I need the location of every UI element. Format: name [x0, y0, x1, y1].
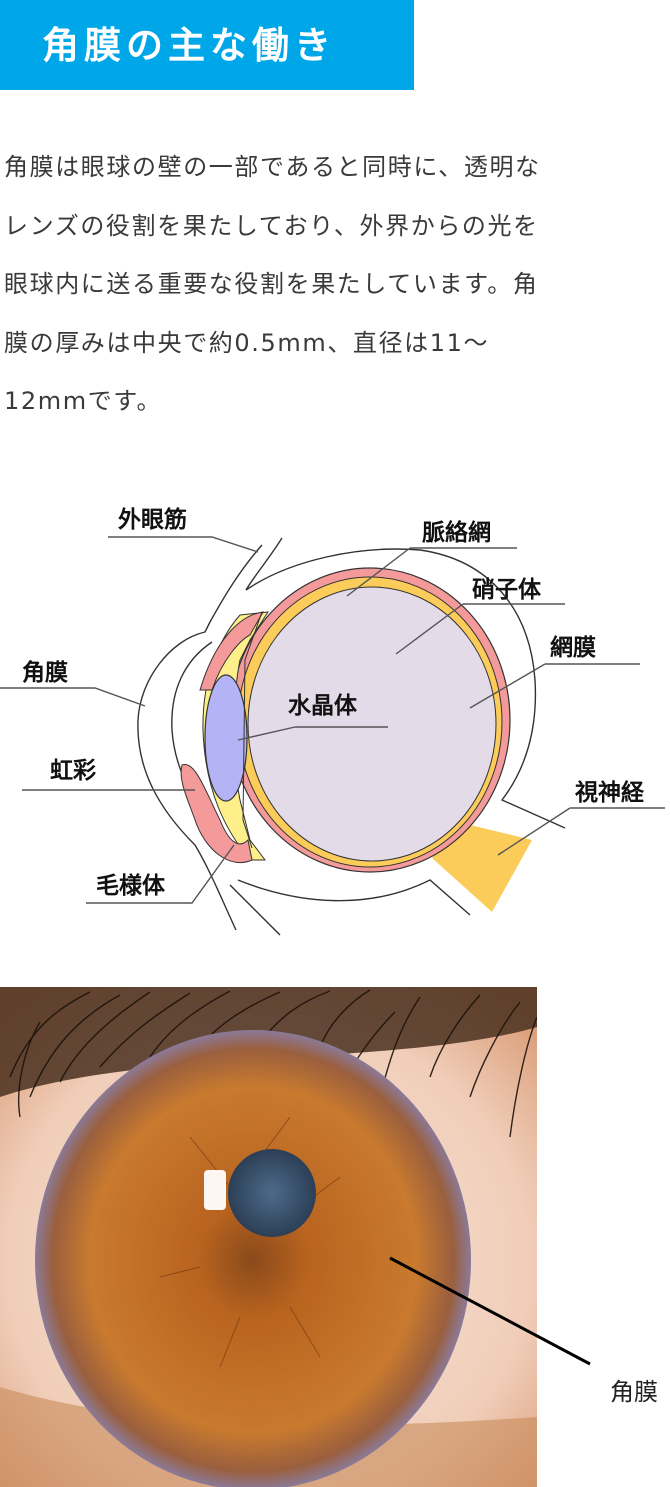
vitreous-body — [247, 586, 497, 862]
photo-label-cornea: 角膜 — [610, 1378, 658, 1406]
optic-nerve-shape — [432, 823, 532, 912]
label-choroid: 脈絡網 — [422, 519, 491, 546]
label-vitreous-body: 硝子体 — [472, 577, 542, 603]
label-ciliary-body: 毛様体 — [96, 872, 166, 899]
description-line: レンズの役割を果たしており、外界からの光を — [4, 211, 539, 240]
section-title: 角膜の主な働き — [42, 23, 336, 67]
upper-iris — [199, 611, 264, 691]
description-paragraph: 角膜は眼球の壁の一部であると同時に、透明な レンズの役割を果たしており、外界から… — [4, 138, 668, 431]
label-iris: 虹彩 — [50, 758, 96, 784]
label-retina: 網膜 — [550, 634, 596, 661]
label-cornea: 角膜 — [22, 659, 68, 686]
description-line: 角膜は眼球の壁の一部であると同時に、透明な — [4, 153, 541, 181]
description-line: 眼球内に送る重要な役割を果たしています。角 — [4, 270, 539, 299]
label-extraocular-muscle: 外眼筋 — [118, 506, 187, 533]
sclera-outline — [137, 537, 566, 936]
pupil-shape — [228, 1149, 316, 1237]
cornea-photo — [0, 987, 537, 1487]
description-line: 膜の厚みは中央で約0.5mm、直径は11〜 — [4, 328, 490, 357]
light-reflection — [204, 1170, 226, 1210]
description-line: 12mmです。 — [4, 387, 163, 416]
iris-shape — [35, 1030, 471, 1487]
leader-lines — [0, 536, 665, 904]
section-title-banner: 角膜の主な働き — [0, 0, 414, 90]
label-optic-nerve: 視神経 — [574, 779, 645, 806]
eye-anatomy-diagram: 外眼筋 脈絡網 硝子体 網膜 角膜 水晶体 虹彩 視神経 毛様体 — [0, 470, 670, 950]
lower-iris — [180, 764, 253, 864]
label-lens: 水晶体 — [288, 693, 358, 719]
